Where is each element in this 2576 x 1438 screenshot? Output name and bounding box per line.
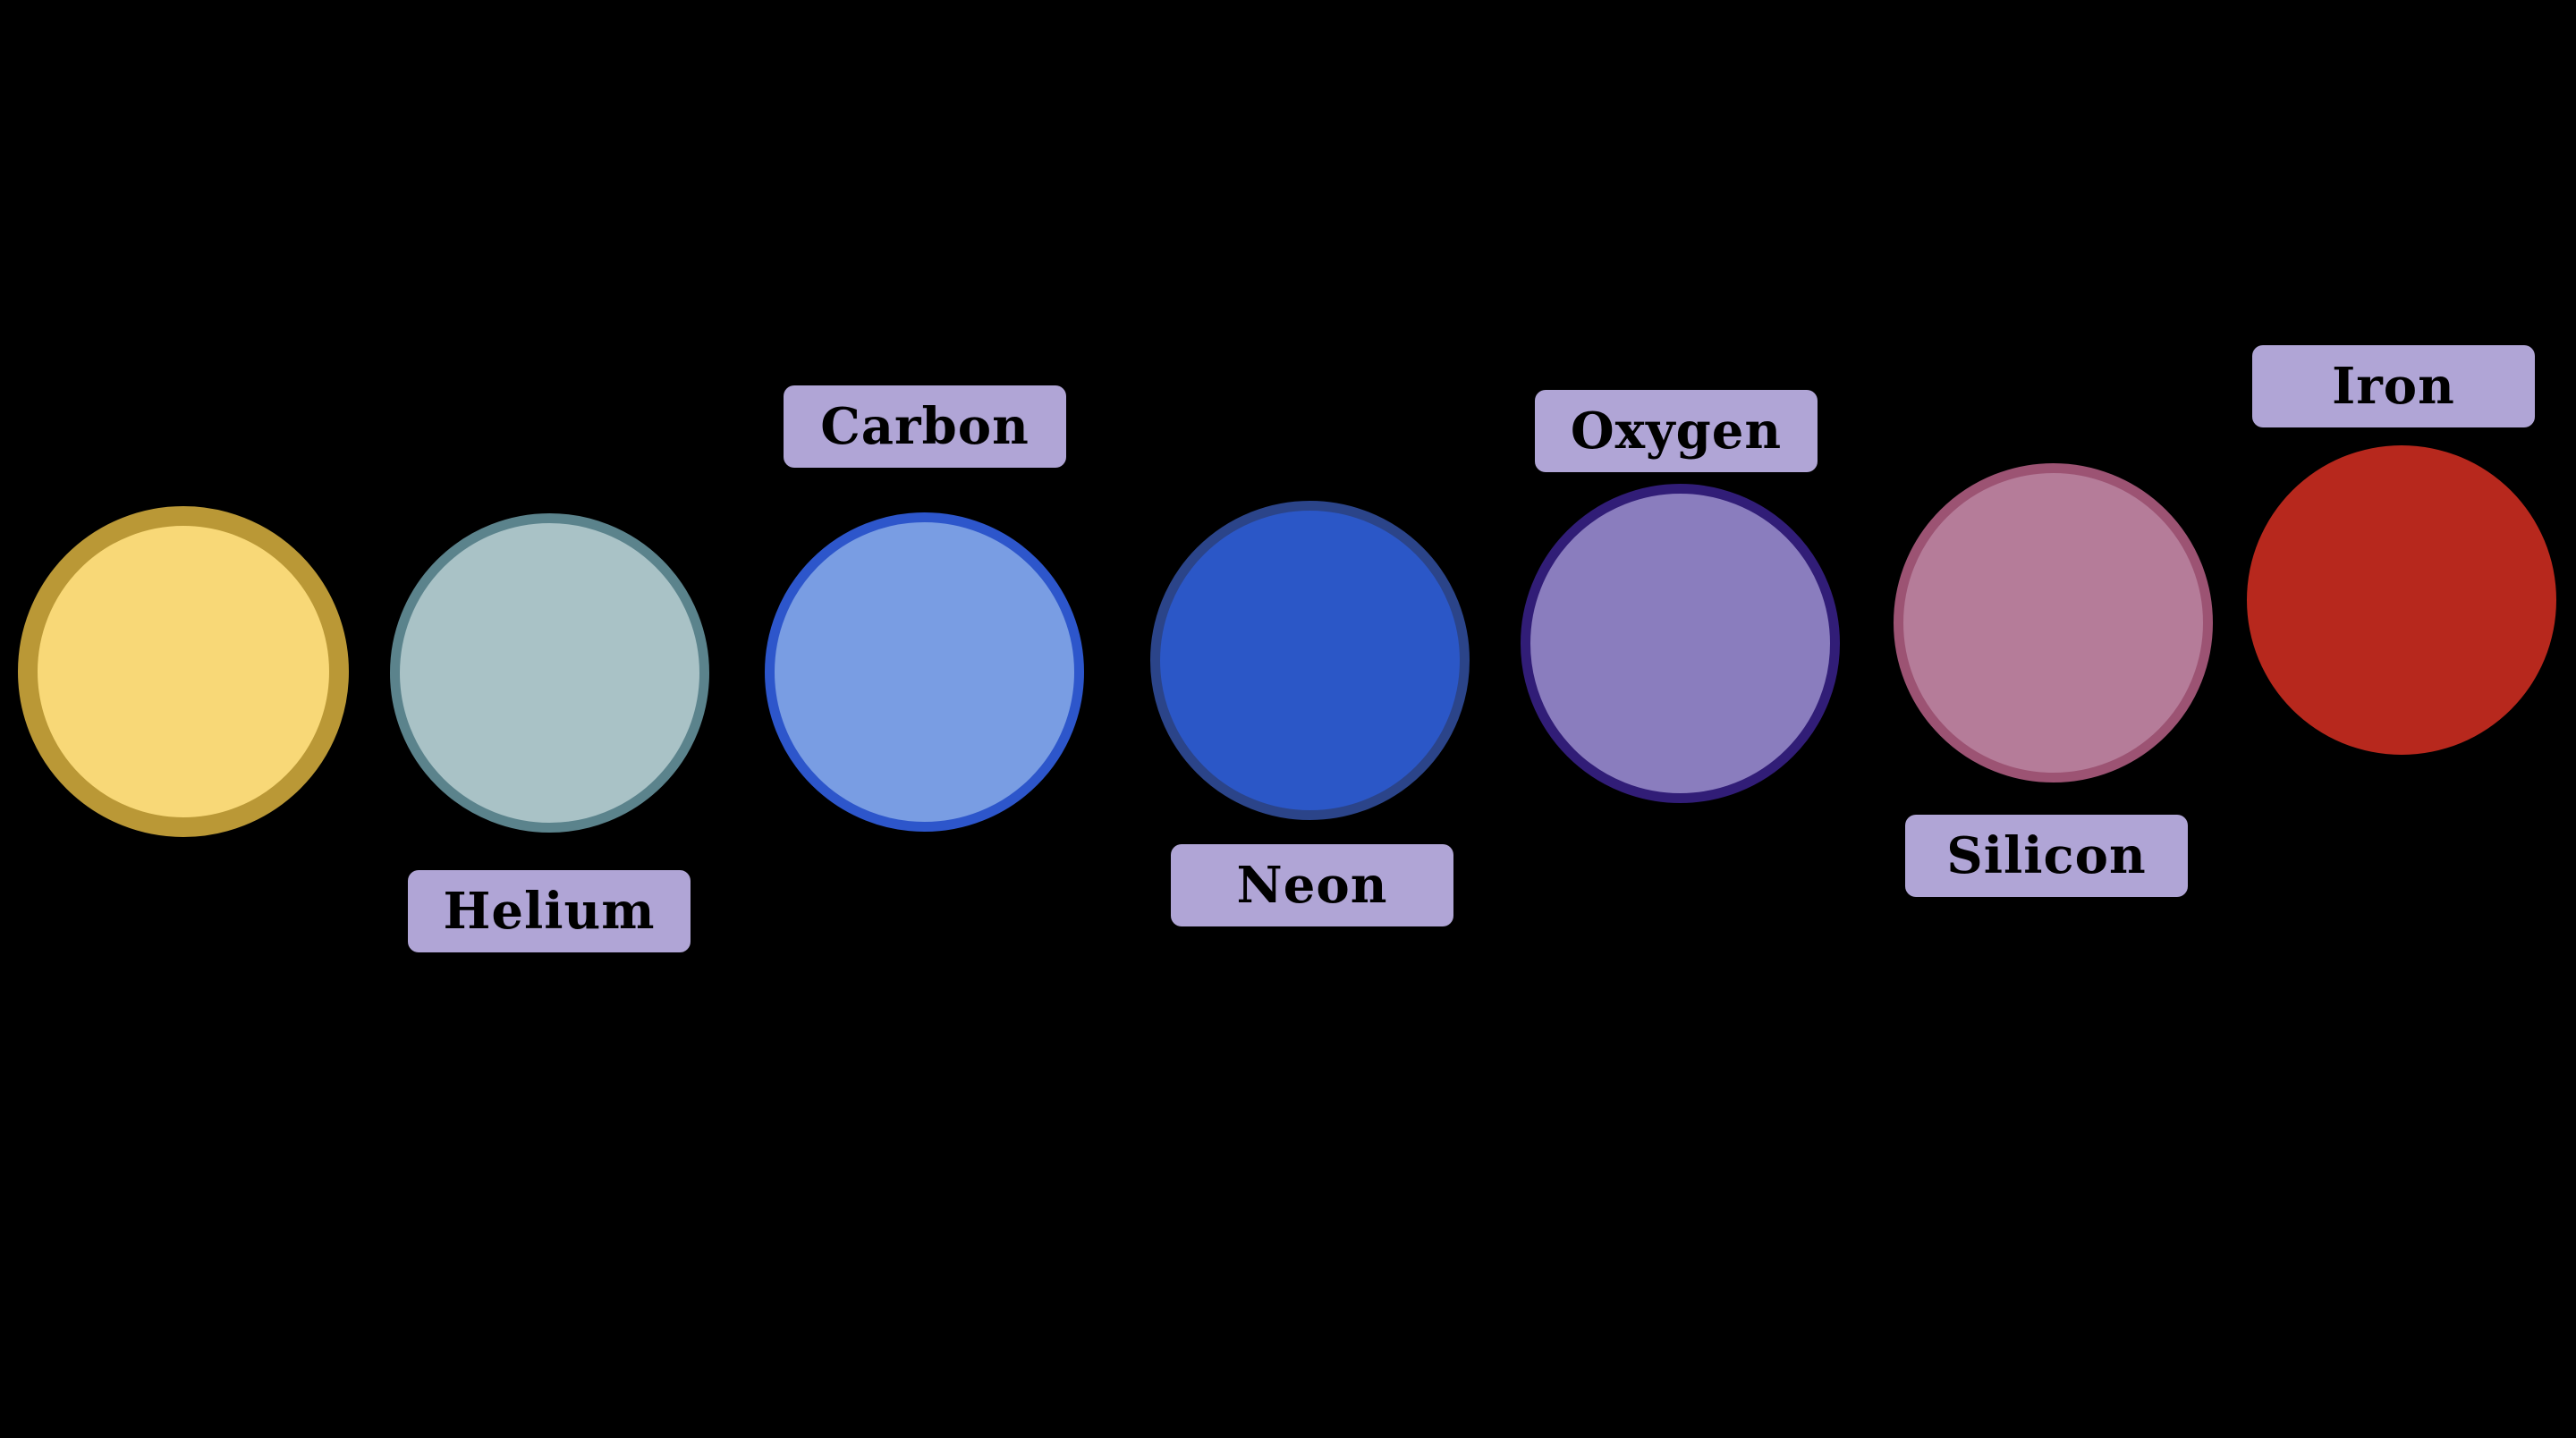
carbon-label: Carbon [784, 385, 1066, 468]
oxygen-label: Oxygen [1535, 390, 1818, 472]
silicon-circle [1894, 463, 2213, 782]
silicon-label: Silicon [1905, 815, 2188, 897]
iron-circle [2247, 445, 2556, 755]
helium-label: Helium [408, 870, 691, 952]
oxygen-circle [1521, 484, 1840, 803]
helium-circle [390, 513, 709, 833]
yellow-circle [18, 506, 349, 837]
iron-label: Iron [2252, 345, 2535, 427]
neon-circle [1150, 501, 1470, 820]
carbon-circle [765, 512, 1084, 832]
neon-label: Neon [1171, 844, 1453, 926]
